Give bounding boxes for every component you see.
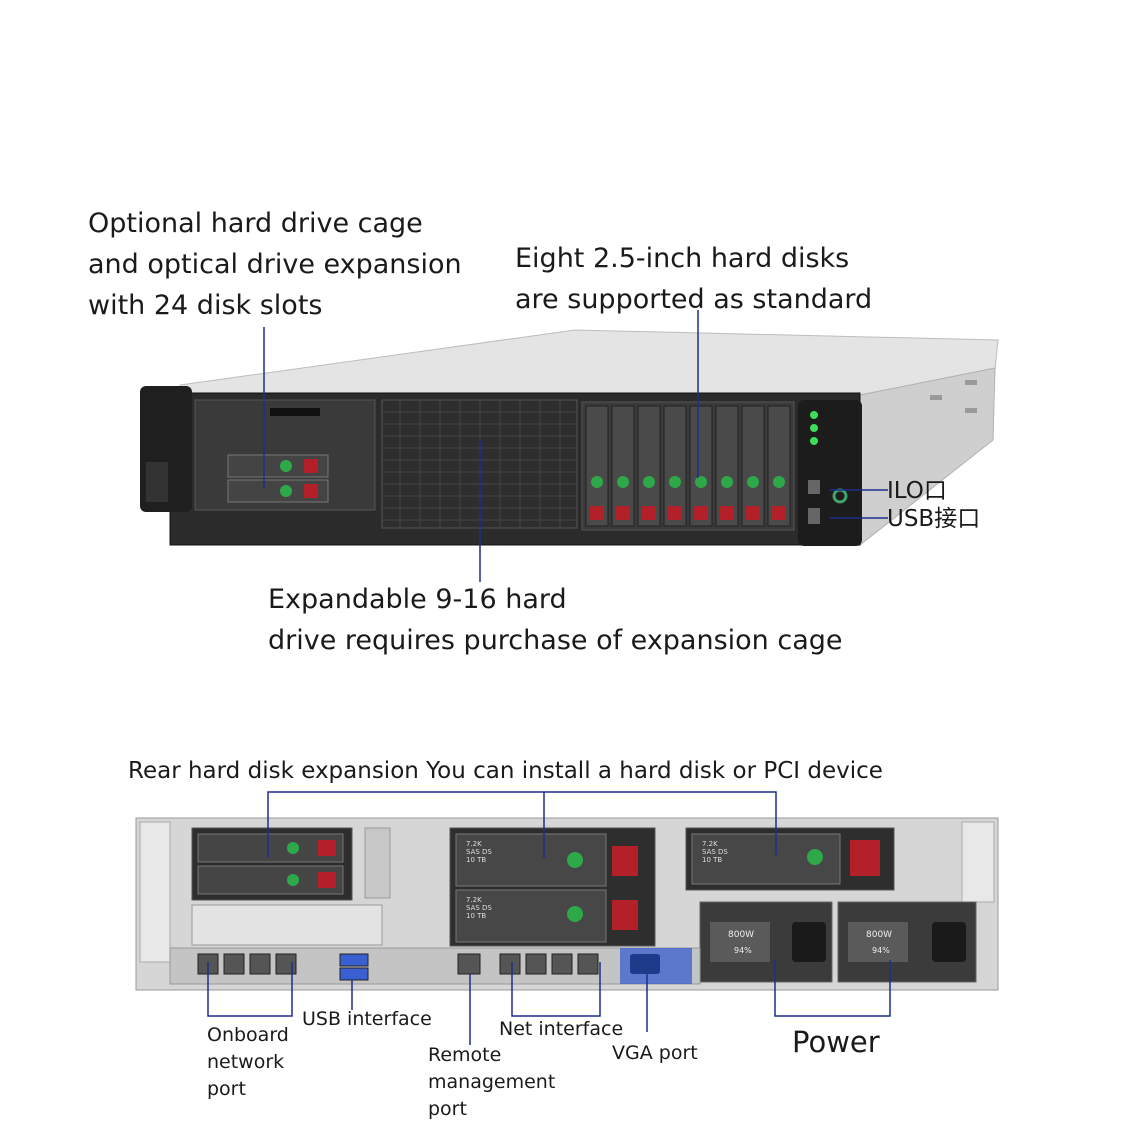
psu-2-efficiency: 94% bbox=[872, 946, 890, 955]
line-power bbox=[774, 960, 891, 1017]
net-interface-ports bbox=[499, 953, 599, 975]
remote-management-port bbox=[457, 953, 481, 975]
power-label: Power bbox=[792, 1025, 880, 1059]
onboard-network-label: Onboard network port bbox=[207, 1024, 289, 1100]
usb-interface-label: USB interface bbox=[302, 1008, 432, 1030]
usb-ports bbox=[339, 953, 369, 981]
line-onboard bbox=[207, 962, 293, 1017]
usb-port-label: USB接口 bbox=[887, 506, 981, 532]
usb-port-shape bbox=[808, 508, 820, 524]
rear-expansion-title: Rear hard disk expansion You can install… bbox=[128, 758, 883, 784]
line-net bbox=[511, 962, 601, 1017]
power-socket-1 bbox=[792, 922, 826, 962]
line-rear-bracket bbox=[267, 791, 777, 858]
front-drive-bays bbox=[585, 405, 791, 527]
psu-1-rating: 800W bbox=[728, 930, 755, 940]
vga-port-label: VGA port bbox=[612, 1042, 698, 1064]
psu-2-rating: 800W bbox=[866, 930, 893, 940]
expandable-label: Expandable 9-16 hard drive requires purc… bbox=[268, 584, 843, 656]
rear-disk-3-label: 7.2K SAS DS 10 TB bbox=[702, 840, 728, 864]
net-interface-label: Net interface bbox=[499, 1018, 624, 1040]
ilo-label: ILO口 bbox=[887, 478, 947, 504]
small-drive-2 bbox=[227, 479, 329, 503]
rear-disk-2-label: 7.2K SAS DS 10 TB bbox=[466, 896, 492, 920]
optional-cage-label: Optional hard drive cage and optical dri… bbox=[88, 208, 462, 321]
psu-1-efficiency: 94% bbox=[734, 946, 752, 955]
ilo-port-shape bbox=[808, 480, 820, 494]
power-socket-2 bbox=[932, 922, 966, 962]
small-drive-1 bbox=[227, 454, 329, 478]
remote-management-label: Remote management port bbox=[428, 1044, 556, 1120]
eight-disks-label: Eight 2.5-inch hard disks are supported … bbox=[515, 243, 873, 315]
rear-disk-1-label: 7.2K SAS DS 10 TB bbox=[466, 840, 492, 864]
